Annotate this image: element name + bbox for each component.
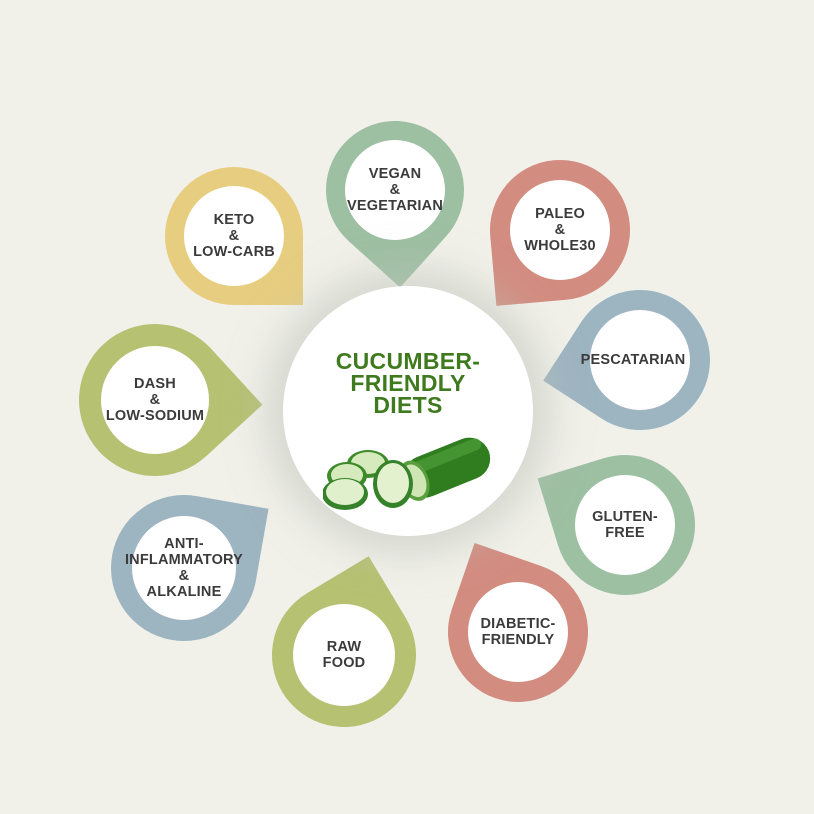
cucumber-slices-icon: [322, 426, 493, 521]
central-hub: CUCUMBER- FRIENDLY DIETS: [283, 286, 533, 536]
diet-pin-keto: KETO & LOW-CARB: [165, 167, 303, 305]
diet-label-raw-food: RAW FOOD: [322, 639, 366, 671]
diet-pin-anti-inflammatory: ANTI- INFLAMMATORY & ALKALINE: [99, 483, 269, 653]
diet-label-diabetic-friendly: DIABETIC- FRIENDLY: [480, 616, 556, 648]
pin-inner-circle: RAW FOOD: [293, 604, 395, 706]
pin-inner-circle: ANTI- INFLAMMATORY & ALKALINE: [125, 516, 243, 620]
diet-pin-raw-food: RAW FOOD: [245, 556, 443, 754]
diet-label-vegan: VEGAN & VEGETARIAN: [347, 166, 443, 214]
diet-pin-dash: DASH & LOW-SODIUM: [47, 292, 263, 508]
diet-label-dash: DASH & LOW-SODIUM: [105, 376, 205, 424]
diet-label-paleo: PALEO & WHOLE30: [524, 206, 596, 254]
pin-inner-circle: VEGAN & VEGETARIAN: [345, 140, 445, 240]
diet-pin-paleo: PALEO & WHOLE30: [484, 154, 636, 306]
diet-pin-vegan: VEGAN & VEGETARIAN: [297, 92, 493, 288]
diet-pin-gluten-free: GLUTEN- FREE: [537, 437, 713, 613]
diet-label-keto: KETO & LOW-CARB: [193, 212, 275, 260]
diet-label-pescatarian: PESCATARIAN: [580, 352, 686, 368]
pin-inner-circle: PESCATARIAN: [581, 310, 690, 410]
diet-label-anti-inflammatory: ANTI- INFLAMMATORY & ALKALINE: [124, 536, 244, 600]
diet-label-gluten-free: GLUTEN- FREE: [592, 509, 658, 541]
pin-inner-circle: KETO & LOW-CARB: [184, 186, 284, 286]
pin-inner-circle: DASH & LOW-SODIUM: [101, 346, 209, 454]
diet-pin-diabetic-friendly: DIABETIC- FRIENDLY: [429, 543, 607, 721]
pin-inner-circle: GLUTEN- FREE: [575, 475, 675, 575]
hub-title: CUCUMBER- FRIENDLY DIETS: [335, 348, 481, 418]
pin-inner-circle: PALEO & WHOLE30: [510, 180, 610, 280]
pin-inner-circle: DIABETIC- FRIENDLY: [468, 582, 568, 682]
diet-pin-pescatarian: PESCATARIAN: [543, 263, 737, 457]
